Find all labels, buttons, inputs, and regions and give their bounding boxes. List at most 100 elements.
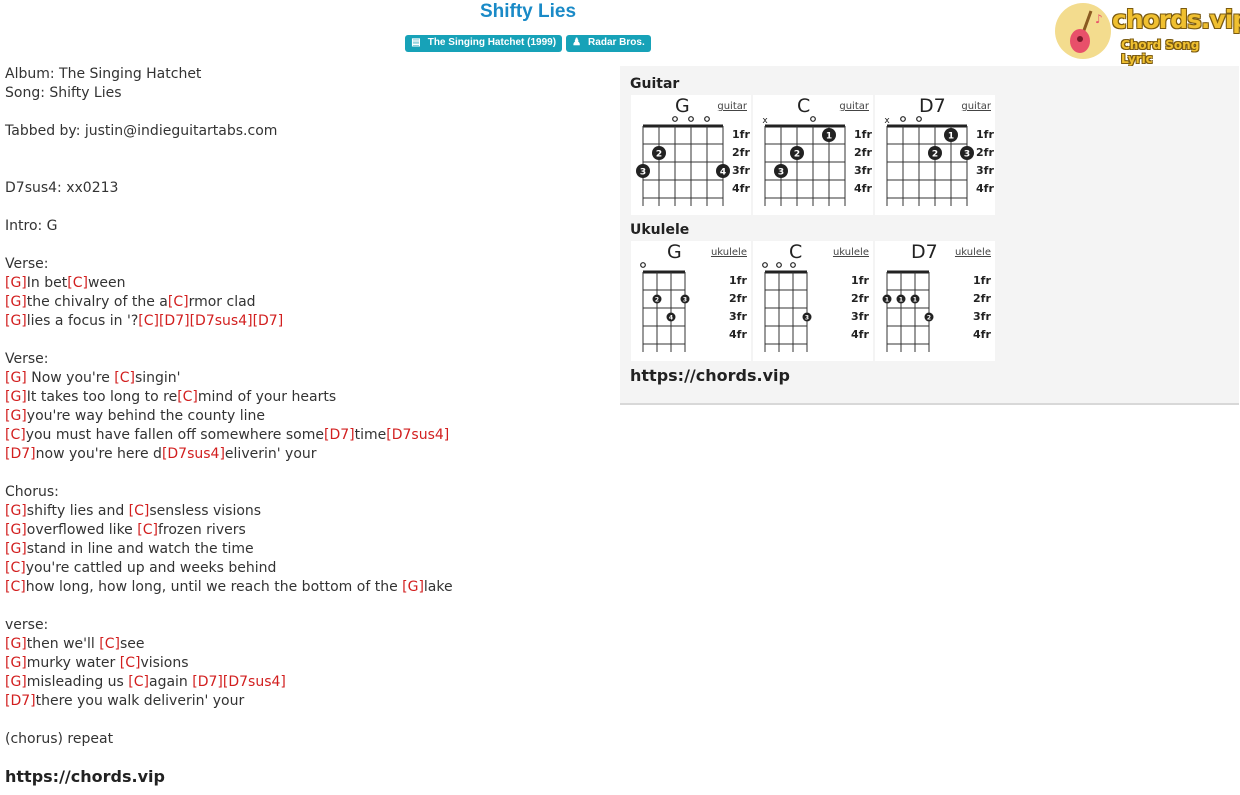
chord-link[interactable]: [D7]	[158, 313, 190, 329]
guitar-link[interactable]: guitar	[961, 101, 991, 112]
lyric-text: misleading us	[26, 674, 129, 690]
logo-tagline: Chord Song Lyric	[1121, 38, 1200, 66]
chord-link[interactable]: [G]	[5, 522, 27, 538]
chord-link[interactable]: [G]	[5, 408, 27, 424]
fret-label: 4fr	[976, 182, 994, 195]
chord-link[interactable]: [G]	[5, 655, 27, 671]
blank-line	[5, 236, 610, 255]
chord-link[interactable]: [G]	[5, 389, 27, 405]
panel-url[interactable]: https://chords.vip	[630, 366, 790, 385]
ukulele-chord-diagram: 3	[762, 262, 812, 352]
chord-link[interactable]: [G]	[5, 636, 27, 652]
ukulele-link[interactable]: ukulele	[710, 247, 747, 258]
finger-dot	[924, 312, 934, 322]
ukulele-section-title: Ukulele	[630, 222, 690, 238]
chord-link[interactable]: [D7sus4]	[222, 674, 286, 690]
chord-link[interactable]: [G]	[5, 541, 27, 557]
chord-link[interactable]: [D7]	[5, 446, 36, 462]
guitar-link[interactable]: guitar	[717, 101, 747, 112]
chord-link[interactable]: [C]	[128, 503, 150, 519]
lyric-text: Album: The Singing Hatchet	[5, 66, 202, 82]
open-string-mark	[916, 116, 922, 122]
lyric-text: time	[354, 427, 387, 443]
chord-name: G	[667, 241, 682, 263]
footer-url[interactable]: https://chords.vip	[5, 767, 165, 786]
lyric-text: sensless visions	[149, 503, 262, 519]
lyric-text: eliverin' your	[224, 446, 317, 462]
chord-link[interactable]: [G]	[402, 579, 424, 595]
finger-dot	[896, 294, 906, 304]
lyric-text: Now you're	[26, 370, 115, 386]
chord-link[interactable]: [C]	[99, 636, 120, 652]
chord-link[interactable]: [D7sus4]	[189, 313, 253, 329]
finger-dot	[944, 128, 958, 142]
song-title: Shifty Lies	[479, 1, 577, 22]
blank-line	[5, 464, 610, 483]
guitar-logo-icon: ♪	[1070, 10, 1103, 53]
chord-link[interactable]: [G]	[5, 294, 27, 310]
finger-number: 3	[640, 168, 646, 178]
chord-name: D7	[919, 95, 946, 117]
lyric-text: lies a focus in '?	[26, 313, 139, 329]
chord-link[interactable]: [G]	[5, 275, 27, 291]
lyric-line: [C]how long, how long, until we reach th…	[5, 578, 610, 597]
site-logo[interactable]: ♪ chords.vip Chord Song Lyric	[1055, 3, 1240, 66]
artist-badge[interactable]: ♟Radar Bros.	[566, 35, 651, 52]
album-badge[interactable]: ▤The Singing Hatchet (1999)	[405, 35, 563, 52]
open-string-mark	[704, 116, 710, 122]
ukulele-link[interactable]: ukulele	[954, 247, 991, 258]
book-icon: ▤	[411, 37, 421, 48]
chord-link[interactable]: [C]	[128, 674, 149, 690]
blank-line	[5, 198, 610, 217]
finger-dot	[680, 294, 690, 304]
chord-link[interactable]: [C]	[114, 370, 135, 386]
chord-link[interactable]: [D7]	[5, 693, 36, 709]
open-string-mark	[688, 116, 694, 122]
chord-link[interactable]: [C]	[167, 294, 189, 310]
fret-label: 2fr	[976, 146, 994, 159]
chord-link[interactable]: [D7sus4]	[161, 446, 225, 462]
chord-link[interactable]: [G]	[5, 370, 27, 386]
lyric-line: [G]murky water [C]visions	[5, 654, 610, 673]
lyric-line: (chorus) repeat	[5, 730, 610, 749]
chord-link[interactable]: [C]	[177, 389, 198, 405]
guitar-link[interactable]: guitar	[839, 101, 869, 112]
chord-link[interactable]: [C]	[5, 427, 26, 443]
chord-link[interactable]: [C]	[137, 522, 158, 538]
chord-link[interactable]: [C]	[5, 579, 26, 595]
lyric-text: again	[149, 674, 193, 690]
fret-label: 3fr	[973, 310, 991, 323]
chord-link[interactable]: [D7sus4]	[386, 427, 450, 443]
lyric-text: now you're here d	[35, 446, 162, 462]
lyric-text: there you walk deliverin' your	[35, 693, 245, 709]
chord-link[interactable]: [C]	[67, 275, 88, 291]
blank-line	[5, 103, 610, 122]
svg-text:♪: ♪	[1095, 12, 1103, 26]
chord-link[interactable]: [G]	[5, 674, 27, 690]
lyric-text: singin'	[134, 370, 181, 386]
ukulele-link[interactable]: ukulele	[832, 247, 869, 258]
chord-link[interactable]: [D7]	[252, 313, 284, 329]
lyric-text: how long, how long, until we reach the b…	[25, 579, 403, 595]
lyric-line: [G]you're way behind the county line	[5, 407, 610, 426]
lyric-text: the chivalry of the a	[26, 294, 168, 310]
lyric-text: It takes too long to re	[26, 389, 178, 405]
chord-link[interactable]: [C]	[138, 313, 159, 329]
chord-link[interactable]: [D7]	[323, 427, 355, 443]
chord-link[interactable]: [C]	[119, 655, 141, 671]
chord-link[interactable]: [G]	[5, 503, 27, 519]
chord-link[interactable]: [D7]	[192, 674, 223, 690]
chord-link[interactable]: [C]	[5, 560, 26, 576]
chord-link[interactable]: [G]	[5, 313, 27, 329]
open-string-mark	[810, 116, 816, 122]
